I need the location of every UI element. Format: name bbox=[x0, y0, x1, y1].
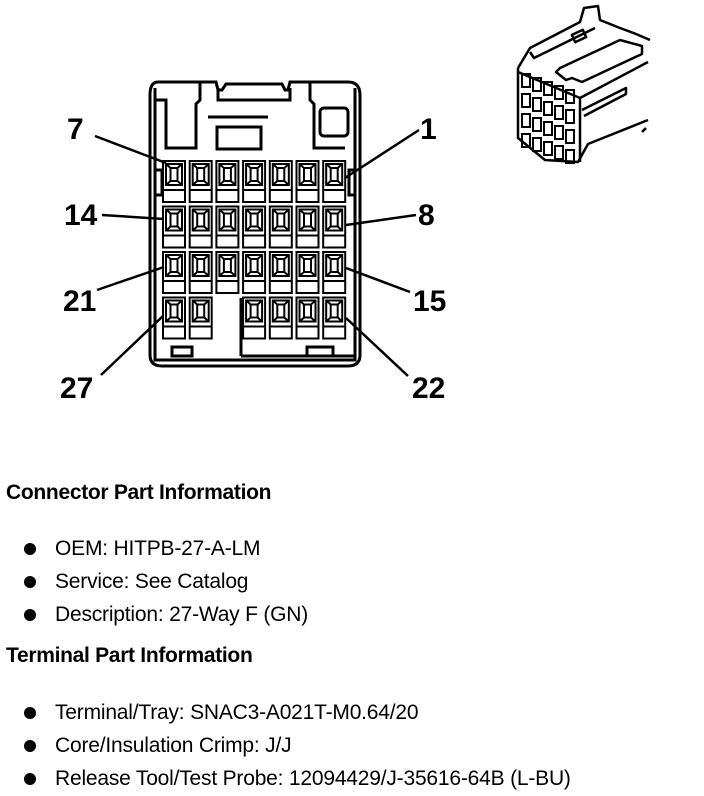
connector-diagram: 7 14 21 27 1 8 15 22 bbox=[60, 4, 651, 405]
isometric-cavity bbox=[532, 97, 542, 112]
leader-lines bbox=[94, 128, 420, 377]
isometric-cavity-grid bbox=[521, 73, 575, 164]
leader-line-27 bbox=[100, 315, 164, 376]
list-item: Terminal/Tray: SNAC3-A021T-M0.64/20 bbox=[0, 696, 571, 729]
bullet-icon bbox=[24, 609, 36, 621]
terminal-cavity bbox=[268, 160, 293, 203]
terminal-cavity bbox=[268, 205, 293, 249]
isometric-cavity bbox=[554, 85, 564, 100]
terminal-cavity bbox=[268, 296, 293, 340]
terminal-cavity bbox=[188, 205, 213, 249]
isometric-cavity bbox=[521, 93, 531, 108]
isometric-cavity bbox=[543, 81, 553, 96]
leader-line-21 bbox=[96, 265, 165, 292]
terminal-cavity bbox=[295, 160, 320, 203]
leader-line-22 bbox=[345, 317, 409, 377]
isometric-cavity bbox=[521, 133, 531, 148]
terminal-cavity bbox=[215, 160, 240, 203]
terminal-cavity bbox=[295, 296, 320, 340]
isometric-cavity bbox=[543, 141, 553, 156]
isometric-cavity bbox=[565, 89, 575, 104]
terminal-cavity bbox=[188, 251, 213, 294]
terminal-cavity bbox=[322, 160, 347, 203]
leader-line-8 bbox=[345, 213, 417, 227]
isometric-cavity bbox=[554, 125, 564, 140]
isometric-cavity bbox=[543, 121, 553, 136]
terminal-cavity bbox=[162, 160, 186, 203]
terminal-cavity bbox=[162, 296, 186, 340]
terminal-cavity bbox=[242, 160, 267, 203]
isometric-cavity bbox=[521, 73, 531, 88]
terminal-cavity bbox=[188, 296, 213, 340]
isometric-cavity bbox=[565, 109, 575, 124]
terminal-info-list: Terminal/Tray: SNAC3-A021T-M0.64/20 Core… bbox=[0, 696, 571, 795]
leader-line-14 bbox=[101, 213, 165, 221]
terminal-cavity bbox=[215, 251, 240, 294]
connector-info-list: OEM: HITPB-27-A-LM Service: See Catalog … bbox=[0, 532, 308, 631]
terminal-cavity bbox=[295, 205, 320, 249]
isometric-cavity bbox=[554, 145, 564, 160]
isometric-cavity bbox=[532, 137, 542, 152]
pin-label-8: 8 bbox=[418, 199, 435, 232]
pin-label-1: 1 bbox=[420, 113, 437, 146]
leader-line-7 bbox=[94, 134, 167, 165]
isometric-cavity bbox=[565, 149, 575, 164]
terminal-cavity bbox=[215, 205, 240, 249]
isometric-cavity bbox=[532, 117, 542, 132]
pin-label-15: 15 bbox=[413, 285, 446, 318]
list-item: Release Tool/Test Probe: 12094429/J-3561… bbox=[0, 762, 571, 795]
terminal-cavity bbox=[242, 251, 267, 294]
connector-body bbox=[148, 80, 362, 368]
leader-line-1 bbox=[344, 128, 420, 180]
connector-isometric-view bbox=[516, 4, 651, 164]
isometric-cavity bbox=[554, 105, 564, 120]
terminal-cavity bbox=[188, 160, 213, 203]
terminal-info-heading: Terminal Part Information bbox=[6, 644, 253, 667]
list-item: Description: 27-Way F (GN) bbox=[0, 598, 308, 631]
terminal-cavity bbox=[322, 251, 347, 294]
terminal-cavity bbox=[322, 205, 347, 249]
bullet-icon bbox=[24, 740, 36, 752]
cavity-grid bbox=[162, 160, 347, 340]
terminal-cavity bbox=[295, 251, 320, 294]
terminal-cavity bbox=[162, 251, 186, 294]
pin-label-21: 21 bbox=[63, 285, 96, 318]
connector-info-heading: Connector Part Information bbox=[6, 481, 272, 504]
bullet-icon bbox=[24, 773, 36, 785]
terminal-cavity bbox=[322, 296, 347, 340]
pin-label-14: 14 bbox=[64, 199, 98, 232]
pin-label-27: 27 bbox=[60, 372, 93, 405]
isometric-cavity bbox=[543, 101, 553, 116]
bullet-icon bbox=[24, 707, 36, 719]
bullet-icon bbox=[24, 543, 36, 555]
terminal-cavity bbox=[242, 205, 267, 249]
pin-label-22: 22 bbox=[412, 372, 445, 405]
isometric-cavity bbox=[565, 129, 575, 144]
isometric-cavity bbox=[532, 77, 542, 92]
list-item: Service: See Catalog bbox=[0, 565, 308, 598]
list-item: Core/Insulation Crimp: J/J bbox=[0, 729, 571, 762]
isometric-cavity bbox=[521, 113, 531, 128]
terminal-cavity bbox=[268, 251, 293, 294]
bullet-icon bbox=[24, 576, 36, 588]
pin-label-7: 7 bbox=[67, 113, 84, 146]
terminal-cavity bbox=[162, 205, 186, 249]
leader-line-15 bbox=[345, 266, 411, 294]
list-item: OEM: HITPB-27-A-LM bbox=[0, 532, 308, 565]
terminal-cavity bbox=[242, 296, 267, 340]
